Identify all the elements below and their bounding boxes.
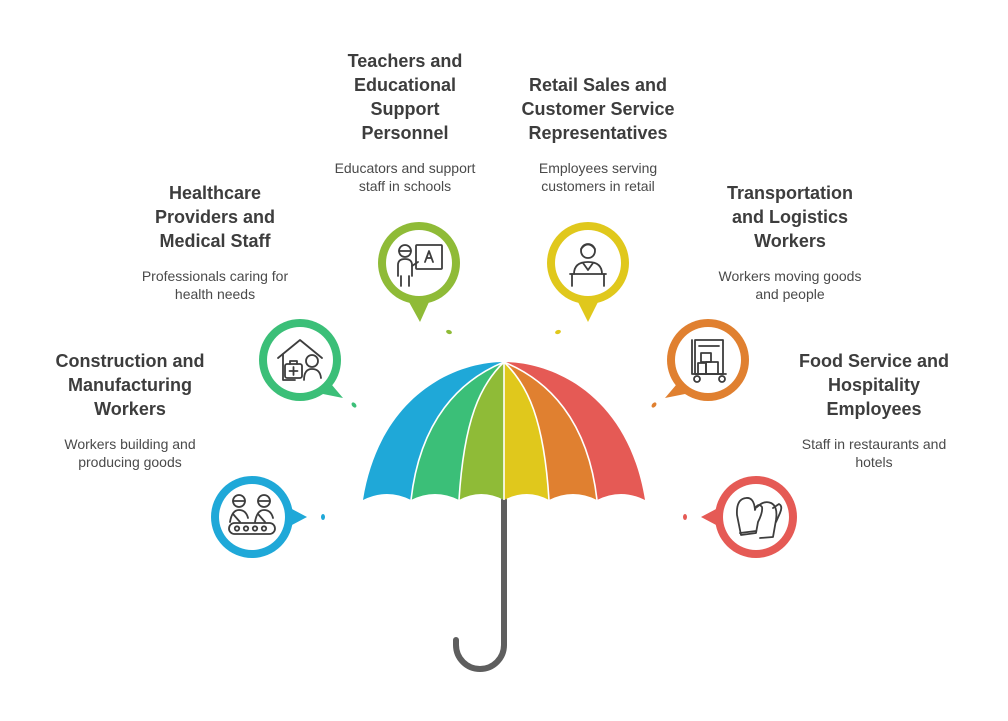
bubble-pointer <box>409 302 429 322</box>
factory-workers-icon <box>228 494 276 535</box>
bubble-teachers <box>378 222 460 322</box>
category-title: Healthcare Providers and Medical Staff <box>154 183 276 251</box>
drop-healthcare <box>351 402 357 408</box>
canopy-panel-healthcare <box>411 362 504 500</box>
canopy-panel-transport <box>504 362 597 500</box>
label-retail: Retail Sales and Customer Service Repres… <box>488 73 708 195</box>
category-title: Teachers and Educational Support Personn… <box>347 51 463 143</box>
bubble-retail <box>547 222 629 322</box>
rain-drops <box>321 329 687 520</box>
category-title: Construction and Manufacturing Workers <box>55 351 205 419</box>
bubble-pointer <box>701 508 718 526</box>
category-title: Transportation and Logistics Workers <box>726 183 853 251</box>
category-description: Employees serving customers in retail <box>538 160 658 194</box>
bubble-healthcare <box>259 319 343 401</box>
canopy-panel-food <box>504 362 645 500</box>
drop-food <box>683 514 687 520</box>
category-description: Staff in restaurants and hotels <box>801 436 947 470</box>
canopy-ribs <box>410 361 598 501</box>
label-transport: Transportation and Logistics Workers Wor… <box>685 181 895 303</box>
bubble-transport <box>665 319 749 401</box>
teacher-board-icon <box>397 244 443 287</box>
category-description: Educators and support staff in schools <box>334 160 476 194</box>
category-title: Retail Sales and Customer Service Repres… <box>521 75 675 143</box>
category-title: Food Service and Hospitality Employees <box>798 351 950 419</box>
canopy-panel-teachers <box>459 362 504 500</box>
canopy-panel-construction <box>363 362 504 500</box>
label-construction: Construction and Manufacturing Workers W… <box>30 349 230 471</box>
drop-retail <box>555 329 561 335</box>
bubble-construction <box>211 476 307 558</box>
drop-transport <box>651 402 657 408</box>
oven-mitts-icon <box>736 497 783 539</box>
drop-construction <box>321 514 325 520</box>
home-care-medical-icon <box>277 339 323 381</box>
umbrella-handle <box>453 497 507 672</box>
bubble-food <box>701 476 797 558</box>
delivery-cart-icon <box>691 339 727 383</box>
bubble-pointer <box>290 508 307 526</box>
umbrella-canopy <box>363 361 645 501</box>
cashier-icon <box>569 243 607 287</box>
drop-teachers <box>446 329 452 335</box>
canopy-panel-retail <box>504 362 549 500</box>
label-food: Food Service and Hospitality Employees S… <box>769 349 979 471</box>
category-description: Workers building and producing goods <box>64 436 196 470</box>
category-description: Workers moving goods and people <box>718 268 862 302</box>
category-description: Professionals caring for health needs <box>141 268 289 302</box>
label-teachers: Teachers and Educational Support Personn… <box>305 49 505 195</box>
bubble-pointer <box>578 302 598 322</box>
label-healthcare: Healthcare Providers and Medical Staff P… <box>110 181 320 303</box>
